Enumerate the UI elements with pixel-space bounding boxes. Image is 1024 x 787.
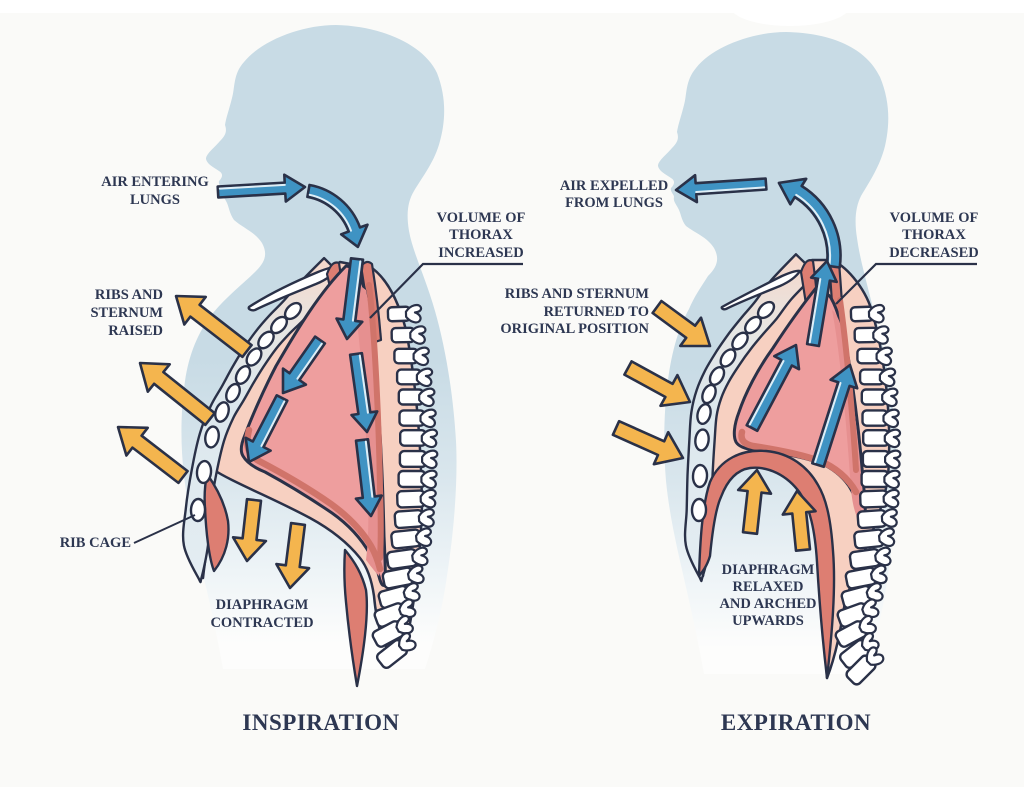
svg-text:RIB CAGE: RIB CAGE: [60, 535, 131, 551]
svg-text:STERNUM: STERNUM: [90, 305, 163, 321]
svg-text:RAISED: RAISED: [108, 323, 163, 339]
svg-text:RIBS AND: RIBS AND: [95, 287, 163, 303]
svg-text:VOLUME OF: VOLUME OF: [437, 210, 526, 226]
svg-text:VOLUME OF: VOLUME OF: [890, 210, 979, 226]
svg-text:DIAPHRAGM: DIAPHRAGM: [722, 562, 815, 578]
svg-text:UPWARDS: UPWARDS: [732, 613, 804, 629]
svg-text:DIAPHRAGM: DIAPHRAGM: [216, 597, 309, 613]
svg-text:THORAX: THORAX: [902, 227, 966, 243]
svg-text:AND ARCHED: AND ARCHED: [719, 596, 816, 612]
svg-text:RELAXED: RELAXED: [733, 579, 804, 595]
svg-text:ORIGINAL POSITION: ORIGINAL POSITION: [500, 321, 649, 337]
svg-text:LUNGS: LUNGS: [130, 192, 180, 208]
svg-text:AIR EXPELLED: AIR EXPELLED: [560, 178, 668, 194]
svg-text:RETURNED TO: RETURNED TO: [544, 304, 649, 320]
svg-text:THORAX: THORAX: [449, 227, 513, 243]
svg-text:AIR ENTERING: AIR ENTERING: [101, 174, 209, 190]
svg-text:INCREASED: INCREASED: [438, 245, 523, 261]
svg-text:RIBS AND STERNUM: RIBS AND STERNUM: [505, 286, 650, 302]
svg-text:FROM LUNGS: FROM LUNGS: [565, 195, 663, 211]
svg-text:EXPIRATION: EXPIRATION: [721, 710, 871, 735]
svg-text:INSPIRATION: INSPIRATION: [242, 710, 399, 735]
svg-text:DECREASED: DECREASED: [889, 245, 978, 261]
svg-text:CONTRACTED: CONTRACTED: [210, 615, 313, 631]
